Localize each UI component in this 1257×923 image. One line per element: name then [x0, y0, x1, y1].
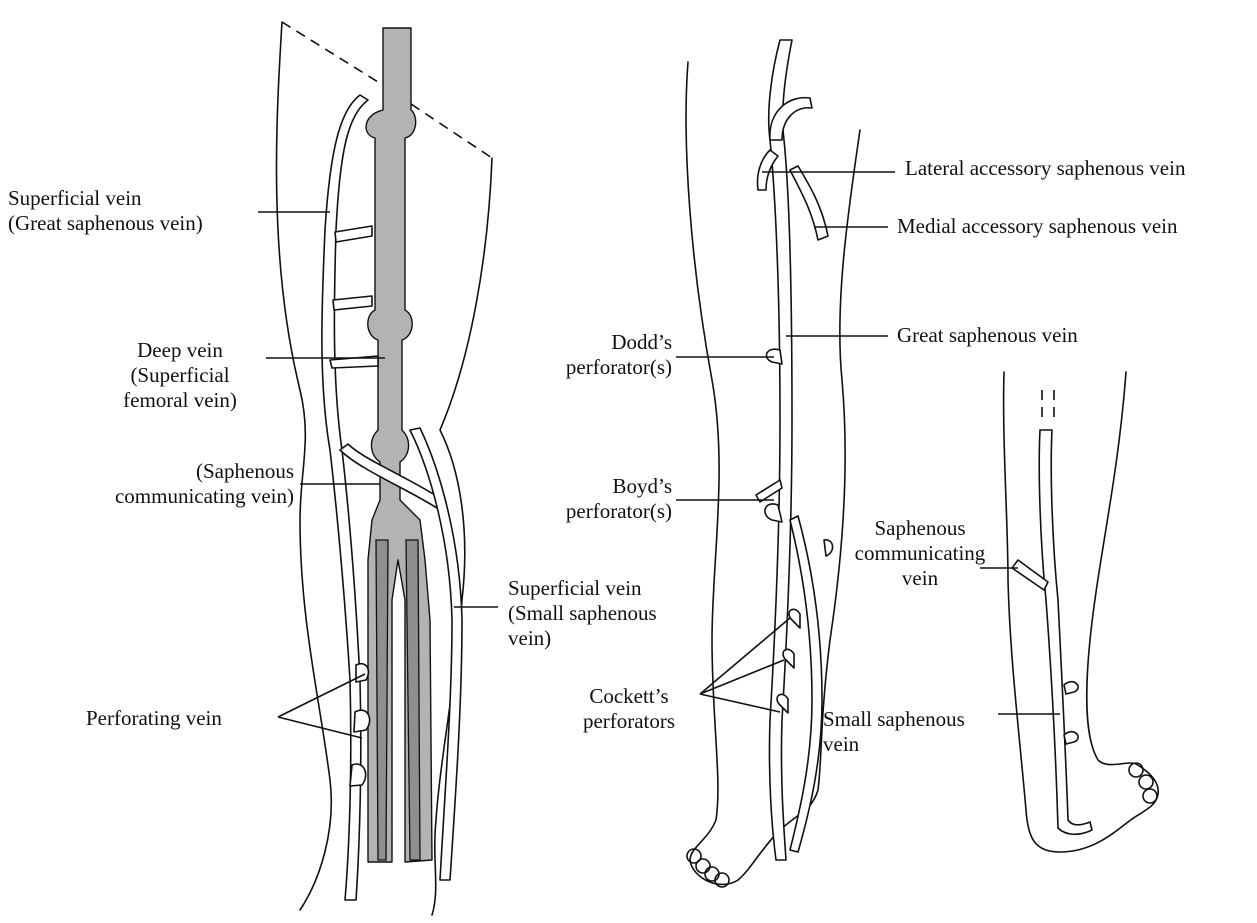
- right-leg: [1004, 372, 1159, 852]
- label-lateral-accessory-saphenous: Lateral accessory saphenous vein: [905, 156, 1185, 181]
- middle-medial-accessory-vein: [790, 166, 828, 240]
- label-medial-accessory-saphenous: Medial accessory saphenous vein: [897, 214, 1178, 239]
- label-superficial-small-saphenous: Superficial vein (Small saphenous vein): [508, 576, 657, 651]
- label-great-saphenous-vein: Great saphenous vein: [897, 323, 1078, 348]
- label-perforating-vein: Perforating vein: [86, 706, 222, 731]
- label-deep-femoral-vein: Deep vein (Superficial femoral vein): [100, 338, 260, 413]
- label-dodds-perforators: Dodd’s perforator(s): [530, 330, 672, 380]
- middle-leg: [686, 40, 860, 887]
- label-boyds-perforators: Boyd’s perforator(s): [530, 474, 672, 524]
- right-foot-toes: [1129, 763, 1157, 803]
- label-superficial-great-saphenous: Superficial vein (Great saphenous vein): [8, 186, 203, 236]
- label-saphenous-communicating-left: (Saphenous communicating vein): [60, 459, 294, 509]
- left-leg: [276, 22, 492, 915]
- label-saphenous-communicating-right: Saphenous communicating vein: [835, 516, 1005, 591]
- right-small-saphenous-vein: [1039, 430, 1092, 834]
- cockett-perforator-1: [789, 609, 800, 628]
- label-small-saphenous-vein: Small saphenous vein: [823, 707, 965, 757]
- right-leg-outline: [1004, 372, 1159, 852]
- label-cocketts-perforators: Cockett’s perforators: [566, 684, 692, 734]
